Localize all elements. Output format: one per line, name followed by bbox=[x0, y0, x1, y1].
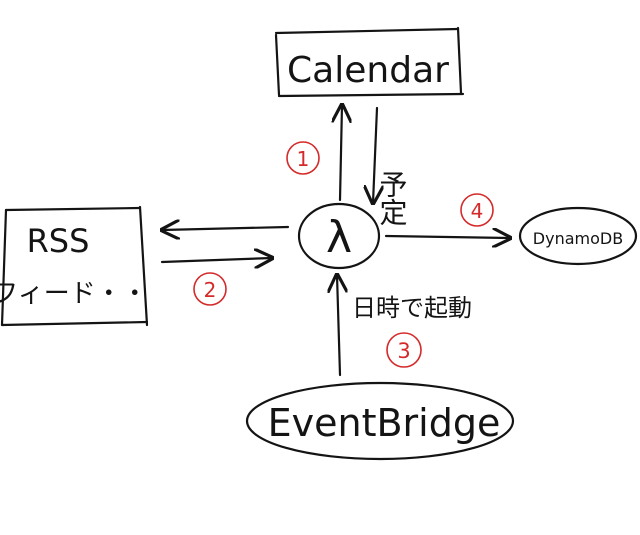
step-2-number: 2 bbox=[204, 278, 217, 302]
rss-box-bottom bbox=[0, 320, 149, 327]
calendar-box-right bbox=[456, 26, 463, 95]
calendar-label: Calendar bbox=[287, 50, 449, 91]
step-3-number: 3 bbox=[397, 339, 410, 363]
arrow-lambda-to-rss bbox=[162, 227, 290, 230]
rss-label-line1: RSS bbox=[27, 222, 90, 260]
calendar-box-left bbox=[274, 33, 281, 97]
step-marker-4: 4 bbox=[460, 193, 494, 227]
step-1-number: 1 bbox=[297, 147, 310, 171]
eventbridge-node: EventBridge bbox=[245, 381, 515, 461]
rss-box-top bbox=[4, 206, 142, 212]
label-trigger-by-datetime: 日時で起動 bbox=[352, 294, 472, 322]
step-marker-3: 3 bbox=[386, 332, 422, 368]
lambda-symbol: λ bbox=[326, 212, 352, 263]
dynamodb-node: DynamoDB bbox=[518, 206, 638, 266]
arrow-rss-to-lambda bbox=[160, 258, 272, 262]
calendar-box-bottom bbox=[277, 92, 465, 98]
eventbridge-ellipse bbox=[245, 381, 515, 461]
arrow-lambda-to-calendar bbox=[340, 105, 342, 202]
dynamodb-ellipse bbox=[518, 206, 638, 266]
lambda-node: λ bbox=[297, 202, 381, 270]
step-1-circle bbox=[286, 141, 320, 175]
calendar-box-top bbox=[274, 27, 460, 35]
rss-box-right bbox=[138, 205, 149, 327]
lambda-circle bbox=[297, 202, 381, 270]
step-marker-1: 1 bbox=[286, 141, 320, 175]
step-2-circle bbox=[193, 272, 227, 306]
step-marker-2: 2 bbox=[193, 272, 227, 306]
label-schedule: 予定 bbox=[376, 170, 409, 226]
step-3-circle bbox=[386, 332, 422, 368]
rss-box-left bbox=[0, 208, 8, 327]
eventbridge-label: EventBridge bbox=[268, 401, 501, 445]
arrow-eventbridge-to-lambda bbox=[337, 275, 340, 377]
arrow-lambda-to-dynamodb bbox=[384, 236, 510, 238]
rss-label-line2: フィード・・ bbox=[0, 279, 148, 309]
calendar-node: Calendar bbox=[274, 26, 465, 98]
rss-node: RSS フィード・・ bbox=[0, 205, 149, 327]
arrow-calendar-to-lambda bbox=[373, 106, 377, 203]
step-4-number: 4 bbox=[471, 199, 484, 223]
dynamodb-label: DynamoDB bbox=[533, 229, 623, 248]
step-4-circle bbox=[460, 193, 494, 227]
